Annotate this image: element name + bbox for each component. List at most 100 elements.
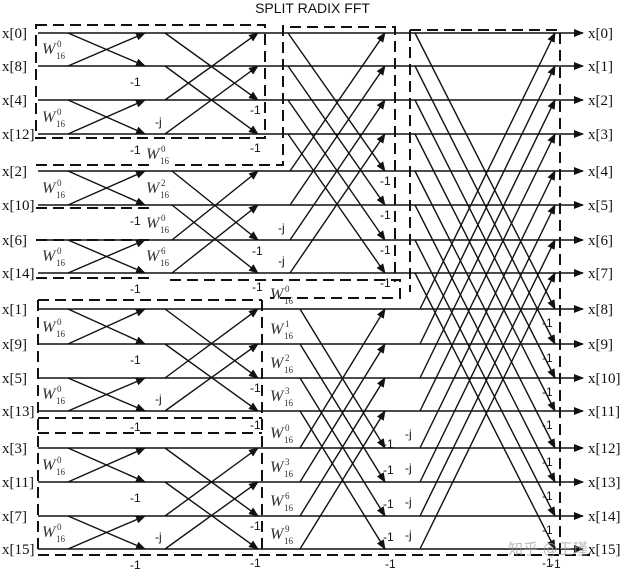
input-label: x[8] — [2, 59, 27, 75]
dashed-box-8pt — [170, 26, 401, 299]
butterfly-line — [67, 447, 146, 483]
output-label: x[4] — [588, 164, 613, 180]
twiddle-W: W — [42, 180, 57, 197]
twiddle-N: 16 — [56, 258, 66, 268]
butterfly-line — [67, 170, 146, 206]
input-label: x[0] — [2, 26, 27, 42]
output-label: x[6] — [588, 233, 613, 249]
input-label: x[3] — [2, 441, 27, 457]
twiddle-N: 16 — [284, 296, 294, 306]
output-label: x[7] — [588, 266, 613, 282]
input-label: x[9] — [2, 337, 27, 353]
twiddle-W: W — [42, 319, 57, 336]
minus-one-label: -1 — [380, 276, 391, 290]
twiddle-N: 16 — [284, 469, 294, 479]
minus-one-label: -1 — [542, 489, 553, 503]
butterfly-line — [67, 239, 146, 274]
butterfly-line — [67, 99, 146, 135]
minus-one-label: -1 — [130, 214, 141, 228]
butterfly-line — [299, 410, 386, 550]
minus-one-label: -1 — [542, 556, 553, 570]
twiddle-exponent: 0 — [57, 522, 62, 532]
butterfly-line — [414, 99, 556, 379]
twiddle-exponent: 6 — [161, 246, 166, 256]
butterfly-line — [414, 65, 556, 345]
twiddle-W: W — [270, 493, 285, 510]
input-label: x[6] — [2, 233, 27, 249]
butterfly-line — [414, 32, 556, 310]
butterfly-line — [164, 343, 259, 412]
butterfly-line — [414, 170, 556, 449]
twiddle-W: W — [270, 321, 285, 338]
butterfly-line — [414, 204, 556, 483]
twiddle-exponent: 1 — [285, 319, 290, 329]
twiddle-W: W — [42, 457, 57, 474]
watermark: 知乎 @王瑾 — [508, 540, 588, 558]
twiddle-W: W — [42, 248, 57, 265]
twiddle-exponent: 3 — [285, 386, 290, 396]
output-label: x[3] — [588, 127, 613, 143]
butterfly-line — [299, 308, 386, 449]
minus-one-label: -1 — [130, 558, 141, 572]
butterfly-line — [67, 515, 146, 550]
butterfly-line — [67, 377, 146, 412]
minus-one-label: -1 — [542, 418, 553, 432]
dashed-box-2pt — [36, 164, 150, 279]
twiddle-exponent: 0 — [57, 384, 62, 394]
twiddle-N: 16 — [56, 119, 66, 129]
minus-one-label: -1 — [252, 244, 263, 258]
input-label: x[10] — [2, 198, 35, 214]
butterfly-line — [299, 343, 386, 483]
butterfly-line — [287, 133, 386, 274]
butterfly-line — [419, 170, 556, 449]
dashed-box-16pt — [410, 29, 561, 560]
butterfly-line — [419, 133, 556, 412]
twiddle-N: 16 — [160, 190, 170, 200]
minus-one-label: -1 — [130, 75, 141, 89]
minus-one-label: -1 — [550, 557, 561, 571]
butterfly-line — [164, 65, 259, 135]
minus-j-label: -j — [155, 115, 162, 129]
minus-one-label: -1 — [380, 174, 391, 188]
twiddle-W: W — [270, 425, 285, 442]
output-label: x[2] — [588, 93, 613, 109]
minus-one-label: -1 — [250, 103, 261, 117]
twiddle-exponent: 0 — [57, 246, 62, 256]
twiddle-N: 16 — [160, 258, 170, 268]
output-label: x[9] — [588, 337, 613, 353]
minus-one-label: -1 — [542, 455, 553, 469]
twiddle-N: 16 — [56, 467, 66, 477]
minus-j-label: -j — [155, 530, 162, 544]
output-label: x[14] — [588, 509, 621, 525]
input-label: x[4] — [2, 93, 27, 109]
minus-one-label: -1 — [380, 208, 391, 222]
output-label: x[12] — [588, 441, 621, 457]
twiddle-exponent: 6 — [285, 491, 290, 501]
butterfly-line — [67, 308, 146, 345]
minus-one-label: -1 — [542, 385, 553, 399]
minus-one-label: -1 — [130, 353, 141, 367]
minus-one-label: -1 — [383, 530, 394, 544]
butterfly-line — [67, 32, 146, 67]
twiddle-exponent: 3 — [285, 457, 290, 467]
minus-one-label: -1 — [542, 351, 553, 365]
twiddle-exponent: 0 — [161, 144, 166, 154]
butterfly-line — [164, 447, 259, 517]
twiddle-W: W — [270, 388, 285, 405]
butterfly-line — [289, 133, 386, 274]
input-label: x[5] — [2, 371, 27, 387]
output-label: x[15] — [588, 542, 621, 558]
output-label: x[1] — [588, 59, 613, 75]
butterfly-line — [419, 272, 556, 550]
minus-one-label: -1 — [130, 282, 141, 296]
